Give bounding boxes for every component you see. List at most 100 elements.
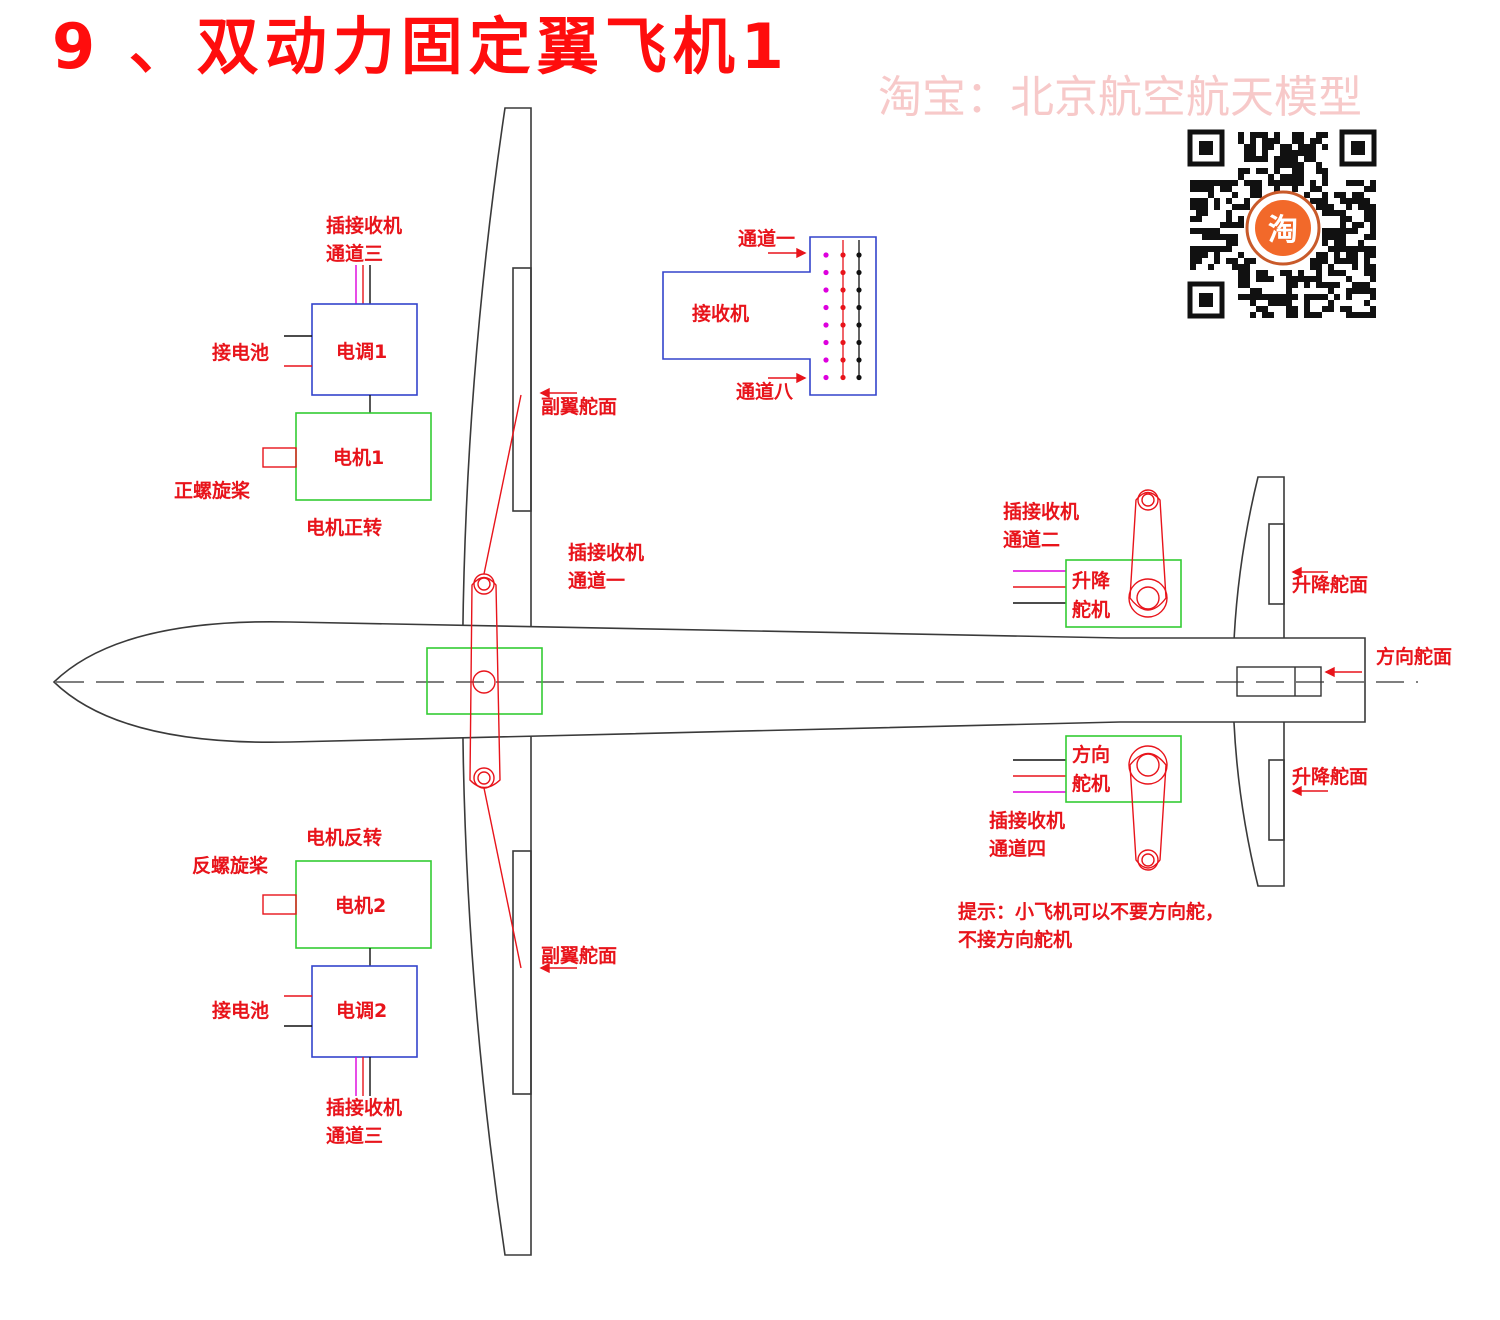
qr-module [1250,300,1256,306]
qr-module [1226,216,1232,222]
receiver-pin [856,252,862,258]
receiver-pin [840,339,846,346]
qr-module [1244,180,1250,186]
receiver-pin [823,287,829,293]
qr-module [1316,264,1322,270]
qr-module [1322,198,1328,204]
qr-module [1274,138,1280,144]
qr-module [1292,282,1298,288]
qr-module [1370,294,1376,300]
qr-module [1202,186,1208,192]
qr-module [1364,288,1370,294]
qr-module [1244,276,1250,282]
qr-module [1208,192,1214,198]
qr-module [1298,270,1304,276]
qr-module [1316,276,1322,282]
qr-module [1334,258,1340,264]
qr-module [1358,288,1364,294]
qr-module [1328,306,1334,312]
qr-module [1286,156,1292,162]
qr-module [1256,180,1262,186]
qr-module [1346,288,1352,294]
qr-module [1214,246,1220,252]
qr-module [1238,222,1244,228]
qr-module [1370,234,1376,240]
qr-module [1286,270,1292,276]
rudder-servo-arm [1128,745,1168,871]
receiver-pin [840,287,846,293]
qr-module [1358,282,1364,288]
qr-module [1358,180,1364,186]
qr-module [1286,288,1292,294]
qr-module [1226,246,1232,252]
qr-module [1322,180,1328,186]
qr-module [1322,210,1328,216]
qr-module [1190,258,1196,264]
qr-module [1352,198,1358,204]
qr-module [1244,270,1250,276]
qr-module [1316,186,1322,192]
qr-module [1250,144,1256,150]
qr-module [1262,138,1268,144]
qr-module [1358,204,1364,210]
rudder-plug-label-1: 插接收机 [989,809,1065,832]
rudder-plug-label-2: 通道四 [989,837,1046,860]
qr-module [1274,294,1280,300]
qr-module [1220,186,1226,192]
qr-module [1280,270,1286,276]
qr-module [1196,252,1202,258]
qr-module [1238,276,1244,282]
receiver: 接收机 通道一 通道八 [662,227,877,403]
qr-module [1238,282,1244,288]
qr-module [1286,276,1292,282]
rudder-servo-label-1: 方向 [1072,743,1110,766]
qr-module [1256,288,1262,294]
qr-module [1364,234,1370,240]
qr-module [1328,210,1334,216]
receiver-pin [823,269,829,276]
qr-module [1292,150,1298,156]
aileron-top-label: 副翼舵面 [541,395,617,418]
elevator-top [1268,523,1285,605]
receiver-pin [840,269,846,276]
rudder-servo-box [1065,735,1182,803]
qr-module [1268,294,1274,300]
qr-module [1298,138,1304,144]
qr-module [1340,306,1346,312]
qr-module [1346,228,1352,234]
qr-module [1226,234,1232,240]
qr-module [1316,294,1322,300]
qr-module [1310,312,1316,318]
lower-esc-plug-label-1: 插接收机 [326,1096,402,1119]
qr-module [1250,312,1256,318]
upper-esc-plug-label-2: 通道三 [326,242,383,265]
qr-module [1364,246,1370,252]
aileron-servo-arm [469,394,522,969]
qr-module [1334,240,1340,246]
qr-module [1262,270,1268,276]
qr-module [1334,234,1340,240]
qr-module [1268,276,1274,282]
qr-module [1250,156,1256,162]
receiver-pin [823,357,829,363]
rudder-surface-label: 方向舵面 [1376,645,1452,668]
qr-module [1322,258,1328,264]
qr-module [1352,258,1358,264]
qr-module [1232,180,1238,186]
qr-module [1190,186,1196,192]
qr-module [1328,270,1334,276]
qr-module [1250,150,1256,156]
qr-module [1202,234,1208,240]
qr-module [1334,282,1340,288]
receiver-channel-bottom: 通道八 [736,380,794,403]
qr-module [1346,216,1352,222]
qr-module [1322,252,1328,258]
qr-module [1220,234,1226,240]
qr-module [1244,156,1250,162]
qr-module [1370,186,1376,192]
qr-module [1220,222,1226,228]
qr-module [1226,240,1232,246]
qr-module [1340,222,1346,228]
qr-module [1334,252,1340,258]
qr-module [1256,168,1262,174]
